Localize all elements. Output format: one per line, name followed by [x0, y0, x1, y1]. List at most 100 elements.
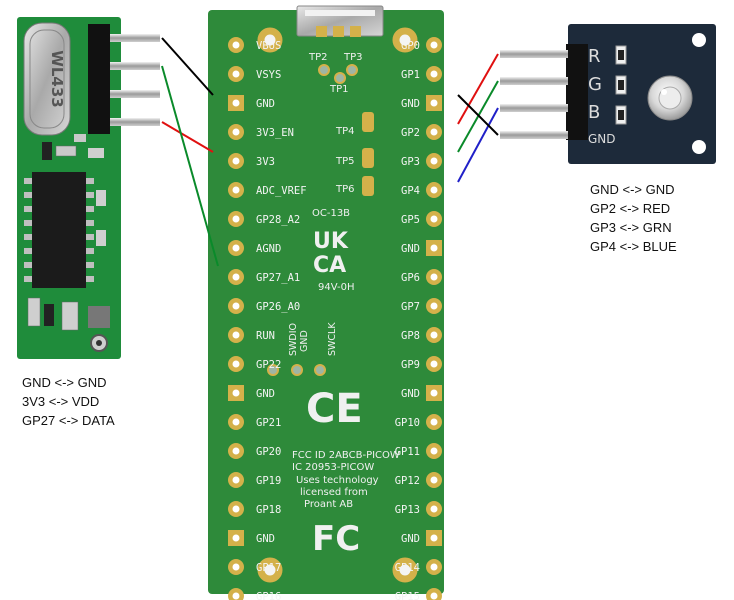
left-pin-label: VSYS	[256, 69, 281, 81]
wires	[161, 37, 499, 267]
right-pin-hole	[430, 157, 438, 165]
tp6-label: TP6	[335, 184, 355, 195]
rgb-label-gnd: GND	[588, 132, 616, 146]
right-pin-label: GP7	[401, 301, 420, 313]
fcc-line-1: FCC ID 2ABCB-PICOW	[292, 450, 400, 461]
left-pin-hole	[232, 70, 240, 78]
left-pin-hole	[232, 360, 240, 368]
right-pin-hole	[430, 418, 438, 426]
pico-board-body	[208, 10, 444, 594]
left-pin-hole	[232, 389, 240, 397]
left-pin-hole	[232, 41, 240, 49]
left-pin-hole	[232, 273, 240, 281]
left-pin-hole	[232, 215, 240, 223]
left-pin-label: VBUS	[256, 40, 281, 52]
left-pin-hole	[232, 592, 240, 600]
left-pin-hole	[232, 476, 240, 484]
left-pin-label: GP22	[256, 359, 281, 371]
wire-receiver-gnd	[161, 37, 214, 96]
left-pin-hole	[232, 302, 240, 310]
right-pin-hole	[430, 534, 438, 542]
fcc-line-2: IC 20953-PICOW	[292, 462, 374, 473]
right-pin-hole	[430, 273, 438, 281]
right-pin-label: GP11	[395, 446, 420, 458]
right-pin-hole	[430, 99, 438, 107]
left-pin-label: GP20	[256, 446, 281, 458]
left-pin-label: 3V3_EN	[256, 127, 294, 139]
right-pin-label: GP10	[395, 417, 420, 429]
left-pin-hole	[232, 157, 240, 165]
left-pin-hole	[232, 447, 240, 455]
left-pin-hole	[232, 534, 240, 542]
header-pin-data-1	[110, 62, 160, 70]
fcc-logo: FC	[312, 519, 360, 559]
mount-hole	[257, 27, 283, 53]
right-pin-label: GP2	[401, 127, 420, 139]
wire-rgb-blue	[457, 107, 499, 183]
right-pin-hole	[430, 128, 438, 136]
left-pin-hole	[232, 505, 240, 513]
wire-rgb-gnd	[457, 94, 499, 136]
right-pin-label: GP13	[395, 504, 420, 516]
debug-gnd-label: GND	[299, 330, 310, 352]
receiver-header	[88, 24, 110, 134]
mount-hole	[392, 557, 418, 583]
right-pin-hole	[430, 186, 438, 194]
header-pin-data-2	[110, 90, 160, 98]
ukca-bottom: CA	[313, 253, 346, 278]
tp5-label: TP5	[335, 156, 355, 167]
rgb-mount-hole	[692, 140, 706, 154]
right-pin-hole	[430, 592, 438, 600]
right-pin-hole	[430, 447, 438, 455]
left-pin-hole	[232, 563, 240, 571]
left-pin-label: GP26_A0	[256, 301, 300, 313]
left-pin-label: GP21	[256, 417, 281, 429]
rgb-board	[568, 24, 716, 164]
legend-line: GP4 <-> BLUE	[590, 239, 677, 254]
mount-hole	[392, 27, 418, 53]
rgb-led-module: R G B GND	[500, 24, 716, 164]
fcc-line-4: licensed from	[300, 487, 368, 498]
receiver-ic	[32, 172, 86, 288]
rgb-label-b: B	[588, 102, 600, 123]
ce-mark: CE	[306, 386, 363, 432]
left-pin-label: GP27_A1	[256, 272, 300, 284]
right-pin-hole	[430, 70, 438, 78]
right-pin-label: GP0	[401, 40, 420, 52]
right-pin-label: GND	[401, 243, 420, 255]
wire-rgb-red	[457, 53, 499, 125]
left-pin-label: GND	[256, 533, 275, 545]
left-pin-label: GP17	[256, 562, 281, 574]
right-pin-hole	[430, 563, 438, 571]
left-pin-label: GP28_A2	[256, 214, 300, 226]
swclk-label: SWCLK	[327, 322, 338, 356]
rgb-pin-b	[500, 104, 568, 112]
pico-w-board: TP2 TP3 TP1 TP4 TP5 TP6 OC-13B UK CA 94V…	[208, 5, 444, 600]
oc-code: OC-13B	[312, 208, 350, 219]
crystal	[23, 22, 71, 136]
crystal-label: WL433	[48, 50, 66, 107]
wire-receiver-data	[161, 65, 219, 267]
left-pin-label: GND	[256, 388, 275, 400]
rgb-label-g: G	[588, 74, 602, 95]
legend-line: 3V3 <-> VDD	[22, 394, 100, 409]
ukca-top: UK	[313, 229, 349, 254]
left-pin-hole	[232, 128, 240, 136]
left-pin-label: GP16	[256, 591, 281, 600]
rating: 94V-0H	[318, 282, 354, 293]
left-pin-hole	[232, 186, 240, 194]
receiver-connection-legend: GND <-> GND 3V3 <-> VDD GP27 <-> DATA	[22, 373, 115, 430]
rf-receiver-module: WL433	[17, 17, 160, 359]
legend-line: GP27 <-> DATA	[22, 413, 115, 428]
legend-line: GND <-> GND	[590, 182, 675, 197]
left-pin-hole	[232, 99, 240, 107]
right-pin-hole	[430, 389, 438, 397]
right-pin-hole	[430, 476, 438, 484]
left-pin-label: GND	[256, 98, 275, 110]
wire-rgb-green	[457, 80, 499, 153]
rgb-connection-legend: GND <-> GND GP2 <-> RED GP3 <-> GRN GP4 …	[590, 180, 677, 256]
right-pin-label: GND	[401, 533, 420, 545]
legend-line: GP2 <-> RED	[590, 201, 671, 216]
right-pin-label: GP3	[401, 156, 420, 168]
